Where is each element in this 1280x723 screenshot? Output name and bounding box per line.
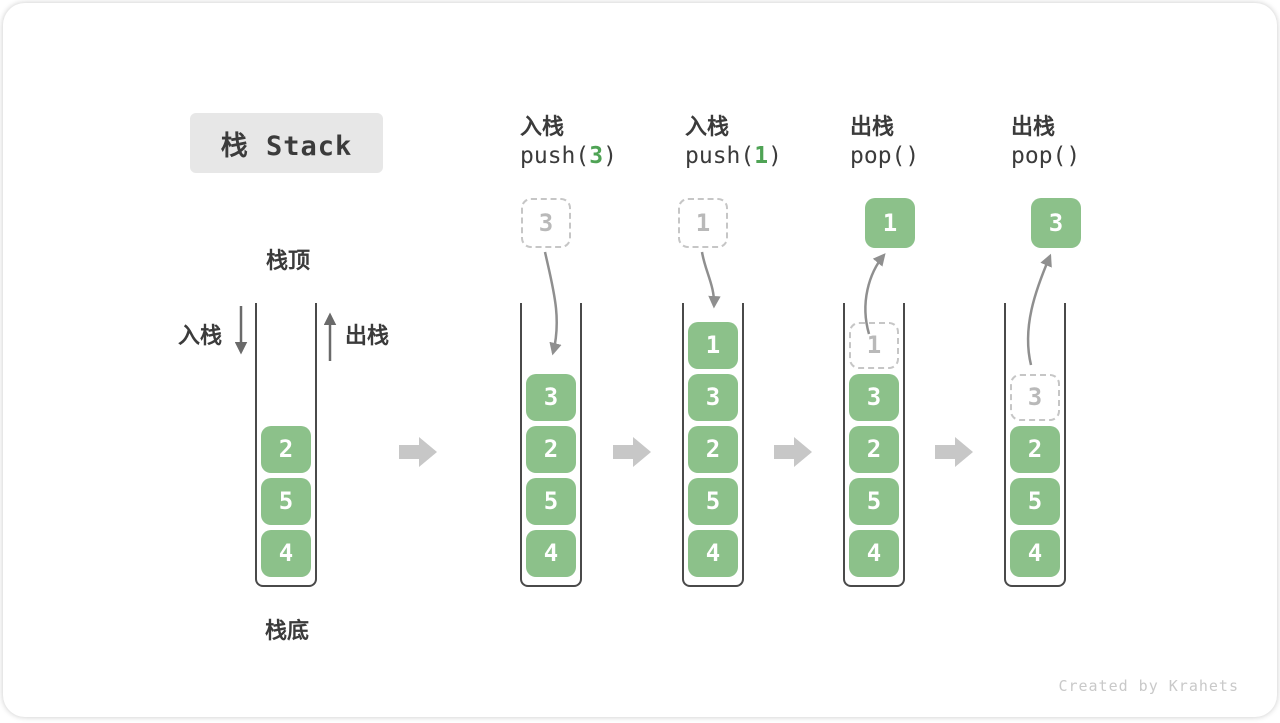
stack-top-label: 栈顶 — [265, 249, 310, 274]
push-side-label: 入栈 — [178, 324, 223, 349]
step-transition-arrow-icon — [399, 437, 437, 467]
op-label: 入栈 — [685, 115, 730, 140]
stack-box: 5 — [1010, 478, 1060, 525]
op-label: 出栈 — [850, 115, 895, 140]
step-transition-arrow-icon — [613, 437, 651, 467]
stack-box: 5 — [688, 478, 738, 525]
title-box: 栈 Stack — [190, 113, 383, 173]
stack-bottom-label: 栈底 — [264, 619, 309, 644]
stack-box: 4 — [261, 530, 311, 577]
stack-box-ghost: 3 — [1010, 374, 1060, 421]
push-curve-arrow-icon — [700, 251, 721, 309]
stack-box: 4 — [1010, 530, 1060, 577]
popped-box: 1 — [865, 198, 915, 248]
stack-box: 3 — [688, 374, 738, 421]
credit-text: Created by Krahets — [1058, 677, 1239, 695]
figure-card: 栈 Stack 栈顶 栈底 入栈 出栈 入栈 push(3) 入栈 push(1… — [3, 3, 1277, 717]
stack-box: 2 — [261, 426, 311, 473]
stack-box-ghost: 1 — [849, 322, 899, 369]
stack-box: 5 — [849, 478, 899, 525]
page-title: 栈 Stack — [220, 130, 353, 162]
op-code: pop() — [1011, 143, 1081, 169]
pop-side-label: 出栈 — [345, 324, 390, 349]
pushed-box: 3 — [521, 198, 571, 248]
arrows-overlay — [234, 251, 1052, 467]
op-code: push(1) — [685, 143, 782, 169]
stack-box: 4 — [526, 530, 576, 577]
stack-box: 4 — [849, 530, 899, 577]
popped-box: 3 — [1031, 198, 1081, 248]
stack-box: 2 — [1010, 426, 1060, 473]
op-code-arg: 1 — [754, 143, 769, 169]
op-label: 入栈 — [520, 115, 565, 140]
op-code-arg: 3 — [589, 143, 604, 169]
stack-box: 4 — [688, 530, 738, 577]
op-code: push(3) — [520, 143, 617, 169]
stack-box: 3 — [849, 374, 899, 421]
stack-box: 2 — [849, 426, 899, 473]
stack-box: 5 — [261, 478, 311, 525]
stack-box: 1 — [688, 322, 738, 369]
stack-box: 5 — [526, 478, 576, 525]
pushed-box: 1 — [678, 198, 728, 248]
op-code: pop() — [850, 143, 920, 169]
stack-box: 2 — [688, 426, 738, 473]
stack-box: 3 — [526, 374, 576, 421]
stack-box: 2 — [526, 426, 576, 473]
step-transition-arrow-icon — [774, 437, 812, 467]
op-label: 出栈 — [1011, 115, 1056, 140]
step-transition-arrow-icon — [935, 437, 973, 467]
